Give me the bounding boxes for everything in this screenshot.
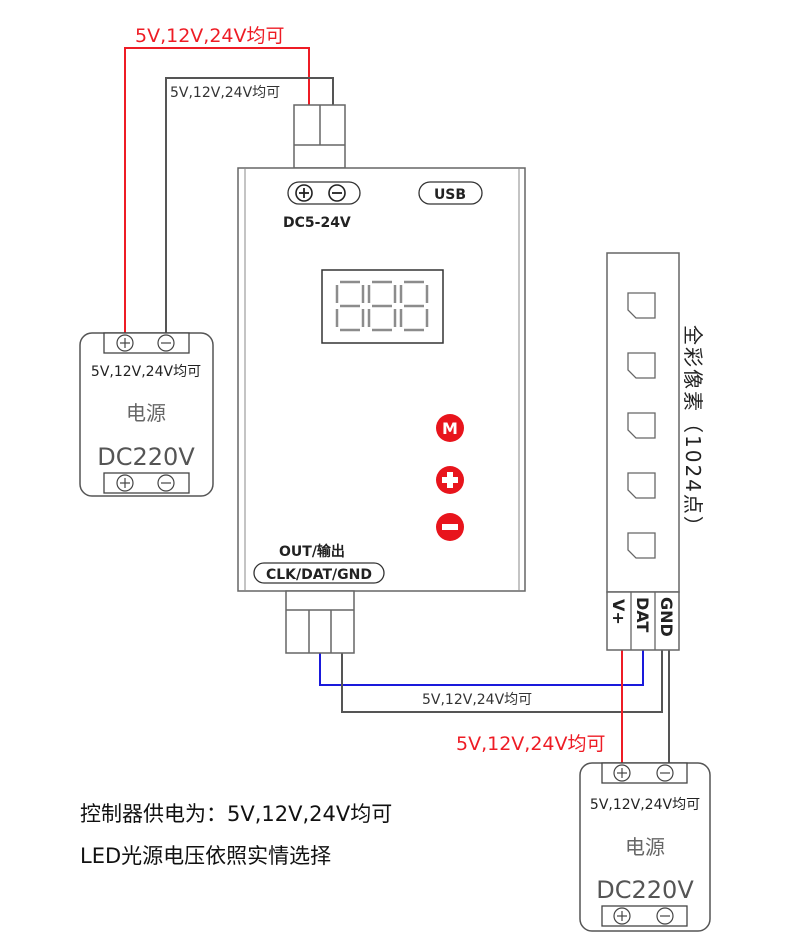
psu-input: DC220V xyxy=(97,443,195,471)
wire-output-ground xyxy=(341,650,663,713)
controller-body xyxy=(237,167,526,592)
input-terminal-connector xyxy=(293,104,346,169)
plus-terminal-icon xyxy=(295,184,313,202)
usb-port: USB xyxy=(418,181,483,205)
mode-button[interactable]: M xyxy=(436,414,464,442)
led-pixel xyxy=(627,472,656,499)
minus-button[interactable] xyxy=(436,513,464,541)
minus-terminal-icon xyxy=(328,184,346,202)
power-port xyxy=(287,181,361,205)
minus-icon xyxy=(442,524,458,530)
psu-name: 电源 xyxy=(126,401,166,425)
led-strip-side-label: 全彩像素（1024点） xyxy=(681,325,705,538)
led-pixel xyxy=(627,352,656,379)
psu-voltage-label: 5V,12V,24V均可 xyxy=(91,364,201,380)
plus-terminal-icon xyxy=(116,334,134,352)
wire-top-ground xyxy=(165,77,334,333)
output-label: OUT/输出 xyxy=(279,543,345,560)
power-label: DC5-24V xyxy=(283,215,351,231)
led-strip: V+ DAT GND xyxy=(606,252,680,651)
psu-input: DC220V xyxy=(596,876,694,904)
power-supply-left: 5V,12V,24V均可 电源 DC220V xyxy=(79,332,214,497)
strip-pin-vplus: V+ xyxy=(609,599,628,625)
power-supply-right: 5V,12V,24V均可 电源 DC220V xyxy=(579,762,711,932)
output-terminal-connector xyxy=(285,590,355,654)
note-line-2: LED光源电压依照实情选择 xyxy=(80,844,331,868)
minus-terminal-icon xyxy=(157,334,175,352)
psu-voltage-label: 5V,12V,24V均可 xyxy=(590,797,700,813)
bottom-red-wire-label: 5V,12V,24V均可 xyxy=(456,733,606,755)
mid-gray-wire-label: 5V,12V,24V均可 xyxy=(422,692,532,708)
strip-pin-dat: DAT xyxy=(633,597,652,632)
plus-terminal-icon xyxy=(613,764,631,782)
top-gray-wire-label: 5V,12V,24V均可 xyxy=(170,85,280,101)
top-red-wire-label: 5V,12V,24V均可 xyxy=(135,25,285,47)
psu-name: 电源 xyxy=(625,835,665,859)
note-line-1: 控制器供电为：5V,12V,24V均可 xyxy=(80,802,392,826)
wire-data xyxy=(319,650,644,686)
strip-pin-gnd: GND xyxy=(657,597,676,637)
plus-button[interactable] xyxy=(436,466,464,494)
segment-display xyxy=(321,269,444,344)
usb-label: USB xyxy=(434,187,466,203)
led-pixel xyxy=(627,412,656,439)
mode-button-label: M xyxy=(442,419,458,438)
led-pixel xyxy=(627,532,656,559)
led-pixel xyxy=(627,292,656,319)
output-pins-label: CLK/DAT/GND xyxy=(266,567,372,583)
output-pins-pill: CLK/DAT/GND xyxy=(253,562,385,584)
minus-terminal-icon xyxy=(656,764,674,782)
wire-top-positive xyxy=(124,47,310,333)
